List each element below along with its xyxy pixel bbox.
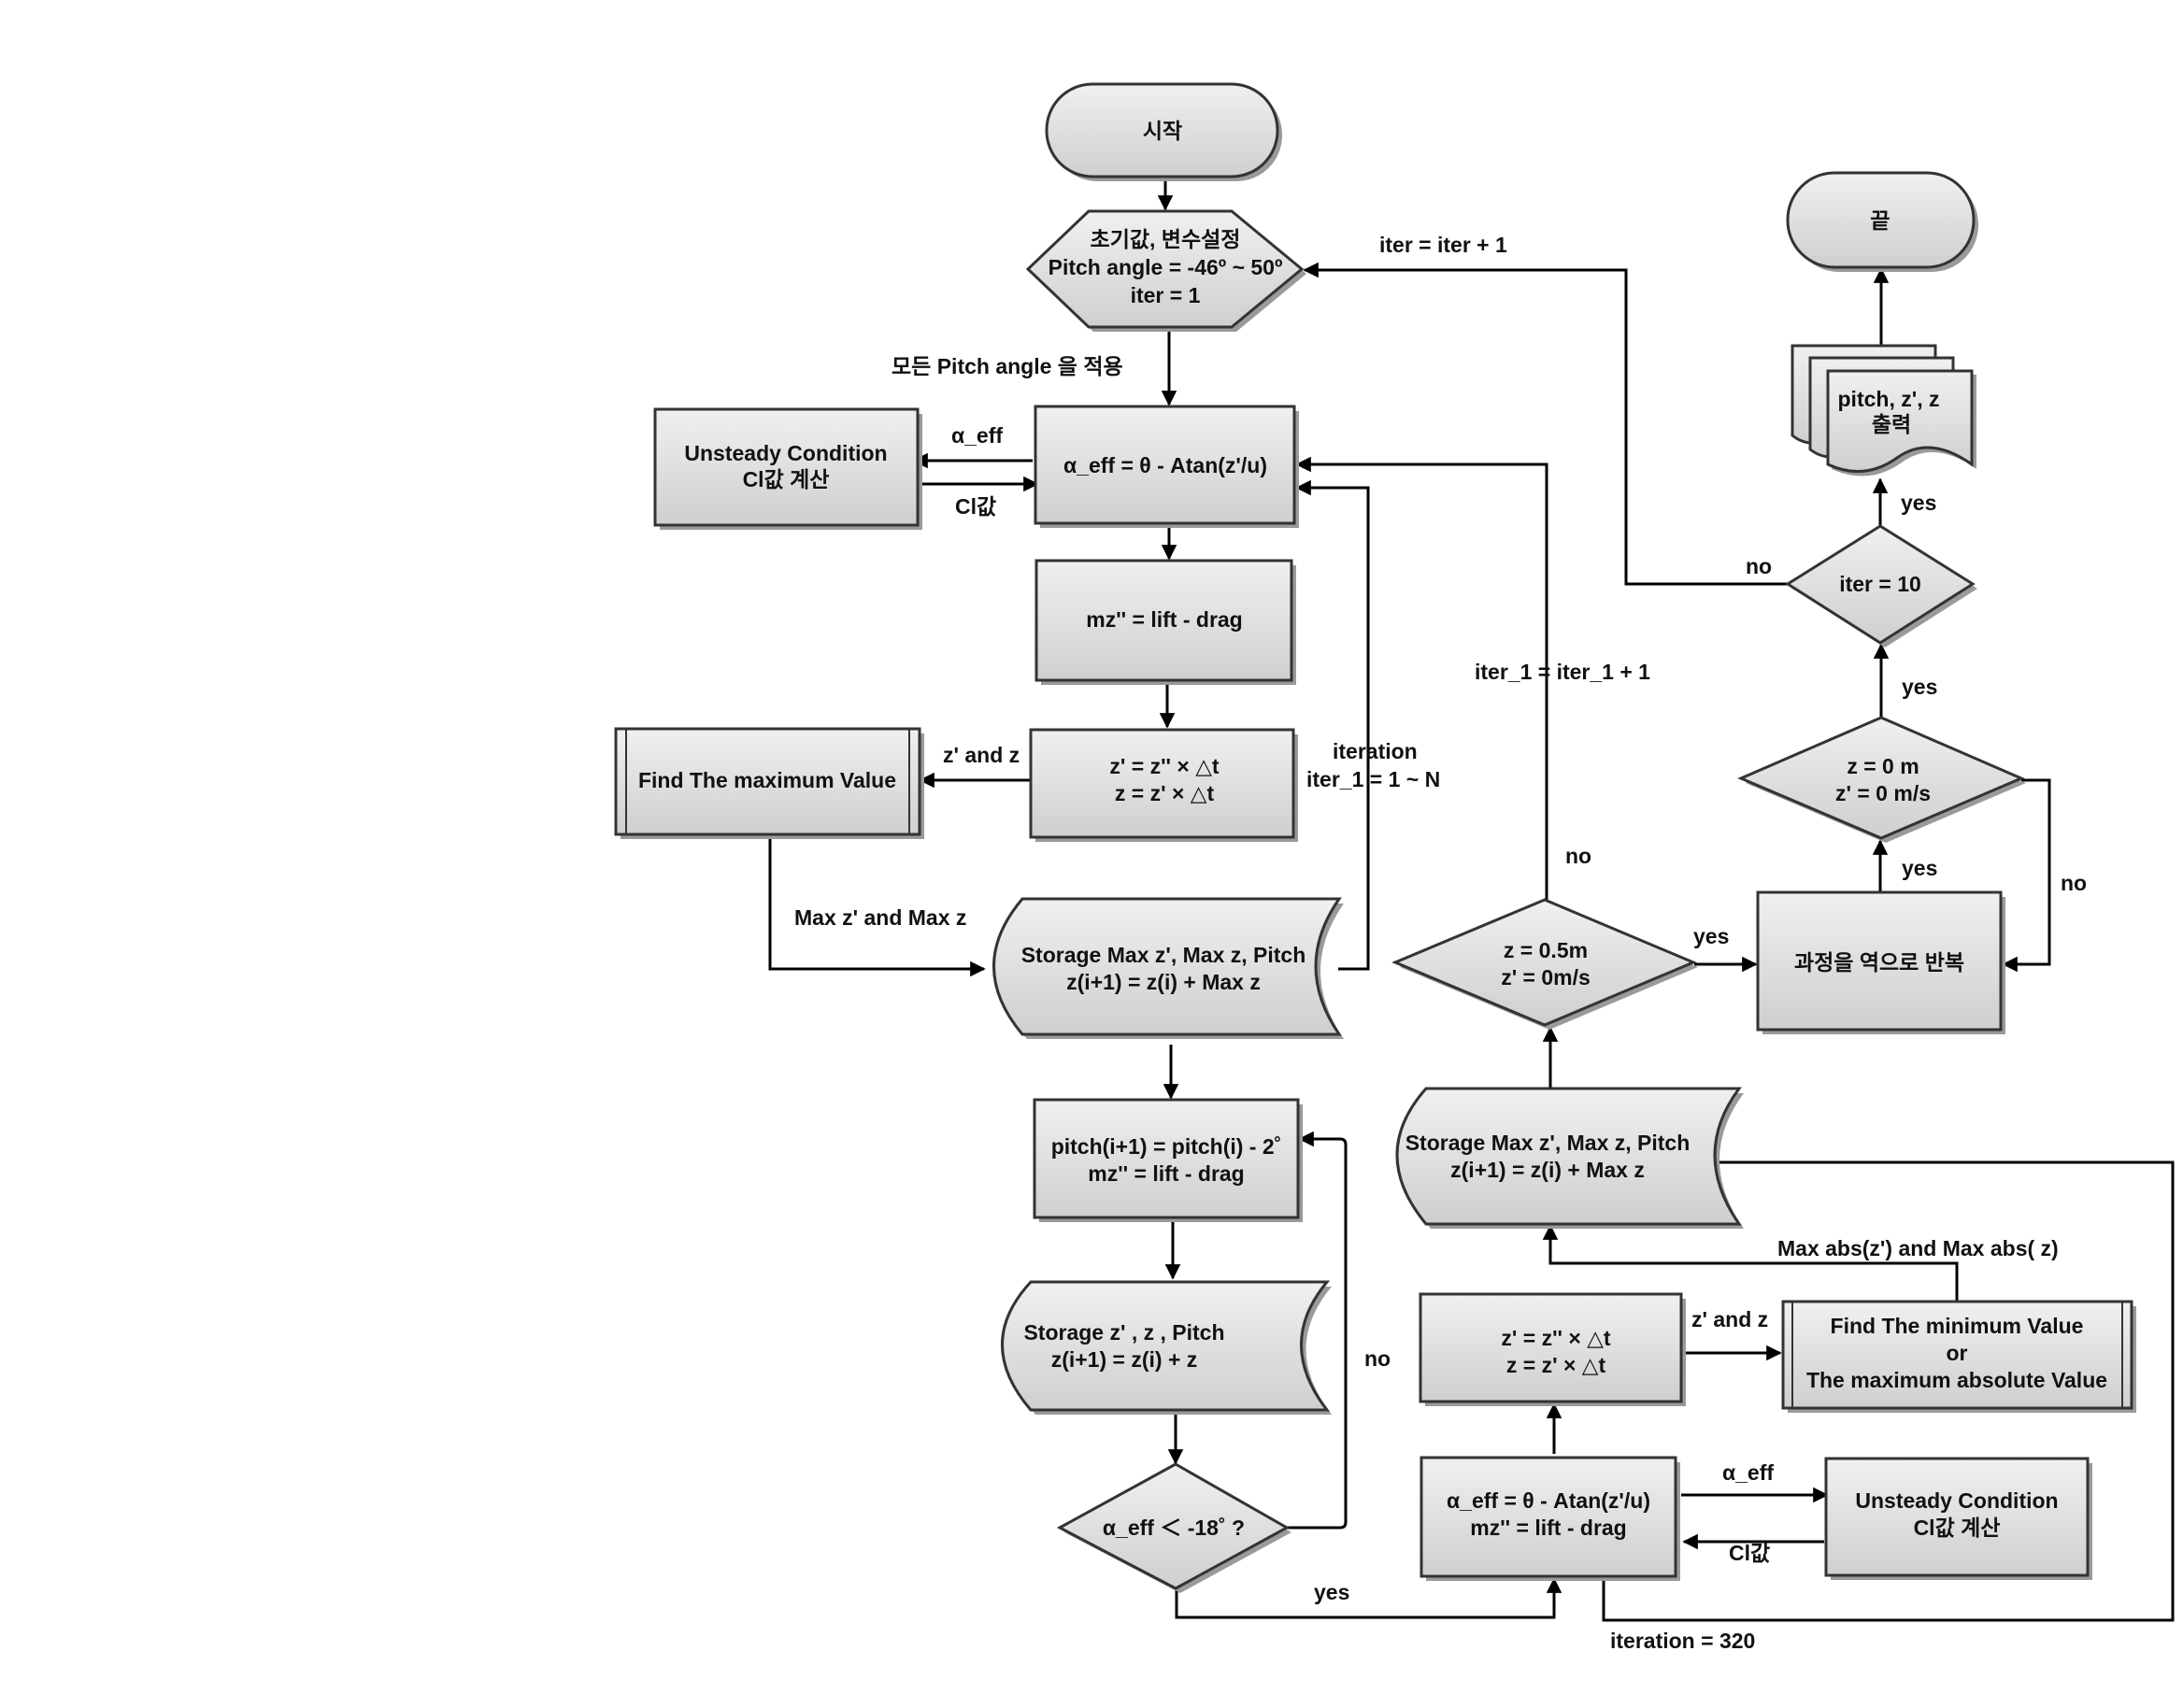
alpha-eff-process: α_eff = θ - Atan(z'/u) bbox=[1034, 405, 1299, 528]
output-line-2: 출력 bbox=[1872, 412, 1911, 436]
storage-max-right-line-2: z(i+1) = z(i) + Max z bbox=[1450, 1158, 1645, 1182]
edge-check-yes bbox=[1175, 1577, 1562, 1619]
end-label: 끝 bbox=[1870, 208, 1890, 233]
unsteady-condition-left: Unsteady Condition Cl값 계산 bbox=[653, 407, 922, 530]
edge-iteration320-loop bbox=[1602, 1154, 2175, 1622]
label-no-iter: no bbox=[1746, 554, 1772, 578]
storage-max-right-line-1: Storage Max z', Max z, Pitch bbox=[1405, 1131, 1691, 1155]
label-alpha-eff-left: α_eff bbox=[951, 423, 1003, 448]
storage-max-right: Storage Max z', Max z, Pitch z(i+1) = z(… bbox=[1395, 1087, 1744, 1229]
init-preparation: 초기값, 변수설정 Pitch angle = -46º ~ 50º iter … bbox=[1025, 209, 1306, 332]
label-yes-alpha: yes bbox=[1314, 1580, 1349, 1604]
label-max-abs: Max abs(z') and Max abs( z) bbox=[1777, 1236, 2059, 1260]
unsteady-right-line-2: Cl값 계산 bbox=[1914, 1516, 2001, 1540]
label-z-and-z-left: z' and z bbox=[943, 743, 1020, 767]
z-half-decision: z = 0.5m z' = 0m/s bbox=[1391, 898, 1698, 1030]
alpha-eff-label: α_eff = θ - Atan(z'/u) bbox=[1063, 453, 1267, 477]
z-zero-decision: z = 0 m z' = 0 m/s bbox=[1737, 716, 2026, 843]
unsteady-condition-right: Unsteady Condition Cl값 계산 bbox=[1824, 1457, 2092, 1580]
mz-lift-drag-process: mz'' = lift - drag bbox=[1034, 559, 1296, 685]
label-apply-all-pitch: 모든 Pitch angle 을 적용 bbox=[892, 354, 1123, 378]
connectors bbox=[768, 178, 2175, 1622]
label-no-alpha: no bbox=[1364, 1346, 1391, 1371]
label-cl-left: Cl값 bbox=[955, 494, 996, 519]
storage-max-left-line-1: Storage Max z', Max z, Pitch bbox=[1021, 943, 1306, 967]
output-line-1: pitch, z', z bbox=[1838, 387, 1940, 411]
alpha-mz-right-line-1: α_eff = θ - Atan(z'/u) bbox=[1447, 1488, 1650, 1513]
unsteady-left-line-1: Unsteady Condition bbox=[684, 441, 887, 465]
z-half-line-2: z' = 0m/s bbox=[1501, 965, 1591, 989]
alpha-mz-right-process: α_eff = θ - Atan(z'/u) mz'' = lift - dra… bbox=[1420, 1456, 1680, 1581]
output-multi-document: pitch, z', z 출력 bbox=[1791, 344, 1976, 477]
alpha-check-decision: α_eff ＜ -18˚ ? bbox=[1056, 1462, 1291, 1593]
z-half-line-1: z = 0.5m bbox=[1504, 938, 1588, 962]
label-iter1-increment: iter_1 = iter_1 + 1 bbox=[1475, 660, 1650, 684]
label-no-z-half: no bbox=[1565, 844, 1591, 868]
label-yes-iter: yes bbox=[1901, 491, 1936, 515]
edge-check-no-loop bbox=[1286, 1131, 1348, 1530]
find-max-predefined: Find The maximum Value bbox=[614, 727, 924, 839]
label-z-and-z-right: z' and z bbox=[1691, 1307, 1768, 1331]
label-alpha-eff-right: α_eff bbox=[1722, 1460, 1774, 1485]
find-max-label: Find The maximum Value bbox=[638, 768, 896, 792]
unsteady-left-line-2: Cl값 계산 bbox=[743, 467, 830, 491]
integrate-right-line-1: z' = z'' × △t bbox=[1501, 1326, 1611, 1350]
unsteady-right-line-1: Unsteady Condition bbox=[1855, 1488, 2058, 1513]
alpha-mz-right-line-2: mz'' = lift - drag bbox=[1470, 1516, 1626, 1540]
find-min-predefined: Find The minimum Value or The maximum ab… bbox=[1781, 1300, 2136, 1413]
label-yes-reverse: yes bbox=[1902, 856, 1937, 880]
label-no-z-zero: no bbox=[2061, 871, 2087, 895]
alpha-check-label: α_eff ＜ -18˚ ? bbox=[1103, 1516, 1245, 1540]
storage-max-left-line-2: z(i+1) = z(i) + Max z bbox=[1066, 970, 1261, 994]
find-min-line-1: Find The minimum Value bbox=[1831, 1314, 2084, 1338]
label-iteration-320: iteration = 320 bbox=[1610, 1629, 1755, 1653]
find-min-line-2: or bbox=[1947, 1341, 1968, 1365]
start-label: 시작 bbox=[1143, 119, 1182, 143]
edge-storage-iteration-loop bbox=[1295, 479, 1370, 971]
storage-z-line-1: Storage z' , z , Pitch bbox=[1023, 1320, 1224, 1345]
label-iteration-title: iteration bbox=[1333, 739, 1418, 763]
edge-findmin-storageright bbox=[1542, 1224, 1959, 1301]
init-line-1: 초기값, 변수설정 bbox=[1091, 227, 1241, 251]
pitch-update-line-1: pitch(i+1) = pitch(i) - 2˚ bbox=[1051, 1134, 1282, 1159]
edge-zzero-no-reverse bbox=[2002, 778, 2051, 973]
integrate-right-process: z' = z'' × △t z = z' × △t bbox=[1419, 1292, 1686, 1406]
storage-z-line-2: z(i+1) = z(i) + z bbox=[1051, 1347, 1198, 1372]
label-yes-z-zero: yes bbox=[1902, 675, 1937, 699]
start-terminator: 시작 bbox=[1045, 82, 1282, 181]
edge-labels: 모든 Pitch angle 을 적용 α_eff Cl값 z' and z i… bbox=[794, 233, 2087, 1653]
pitch-update-process: pitch(i+1) = pitch(i) - 2˚ mz'' = lift -… bbox=[1033, 1098, 1303, 1222]
find-min-line-3: The maximum absolute Value bbox=[1806, 1368, 2107, 1392]
storage-z: Storage z' , z , Pitch z(i+1) = z(i) + z bbox=[1001, 1280, 1332, 1415]
iter-check-decision: iter = 10 bbox=[1785, 524, 1977, 648]
reverse-process: 과정을 역으로 반복 bbox=[1756, 890, 2005, 1034]
pitch-update-line-2: mz'' = lift - drag bbox=[1088, 1161, 1244, 1186]
mz-label: mz'' = lift - drag bbox=[1086, 607, 1242, 632]
label-iteration-range: iter_1 = 1 ~ N bbox=[1306, 767, 1440, 791]
integrate-left-line-1: z' = z'' × △t bbox=[1109, 754, 1220, 778]
label-cl-right: Cl값 bbox=[1729, 1541, 1770, 1565]
label-max-z-and-max-z: Max z' and Max z bbox=[794, 905, 966, 930]
edge-findmax-storage bbox=[768, 834, 986, 977]
integrate-right-line-2: z = z' × △t bbox=[1506, 1353, 1606, 1377]
label-iter-increment: iter = iter + 1 bbox=[1379, 233, 1507, 257]
integrate-left-line-2: z = z' × △t bbox=[1115, 781, 1215, 805]
iter-check-label: iter = 10 bbox=[1839, 572, 1921, 596]
integrate-left-process: z' = z'' × △t z = z' × △t bbox=[1029, 728, 1298, 842]
storage-max-left: Storage Max z', Max z, Pitch z(i+1) = z(… bbox=[992, 897, 1344, 1039]
label-yes-z-half: yes bbox=[1693, 924, 1729, 948]
reverse-label: 과정을 역으로 반복 bbox=[1794, 950, 1964, 975]
end-terminator: 끝 bbox=[1786, 171, 1978, 272]
init-line-2: Pitch angle = -46º ~ 50º bbox=[1049, 255, 1283, 279]
z-zero-line-1: z = 0 m bbox=[1847, 754, 1919, 778]
edge-iter-no-init bbox=[1303, 262, 1788, 586]
init-line-3: iter = 1 bbox=[1131, 283, 1201, 307]
edge-zhalf-no-loop bbox=[1295, 456, 1548, 902]
z-zero-line-2: z' = 0 m/s bbox=[1835, 781, 1931, 805]
